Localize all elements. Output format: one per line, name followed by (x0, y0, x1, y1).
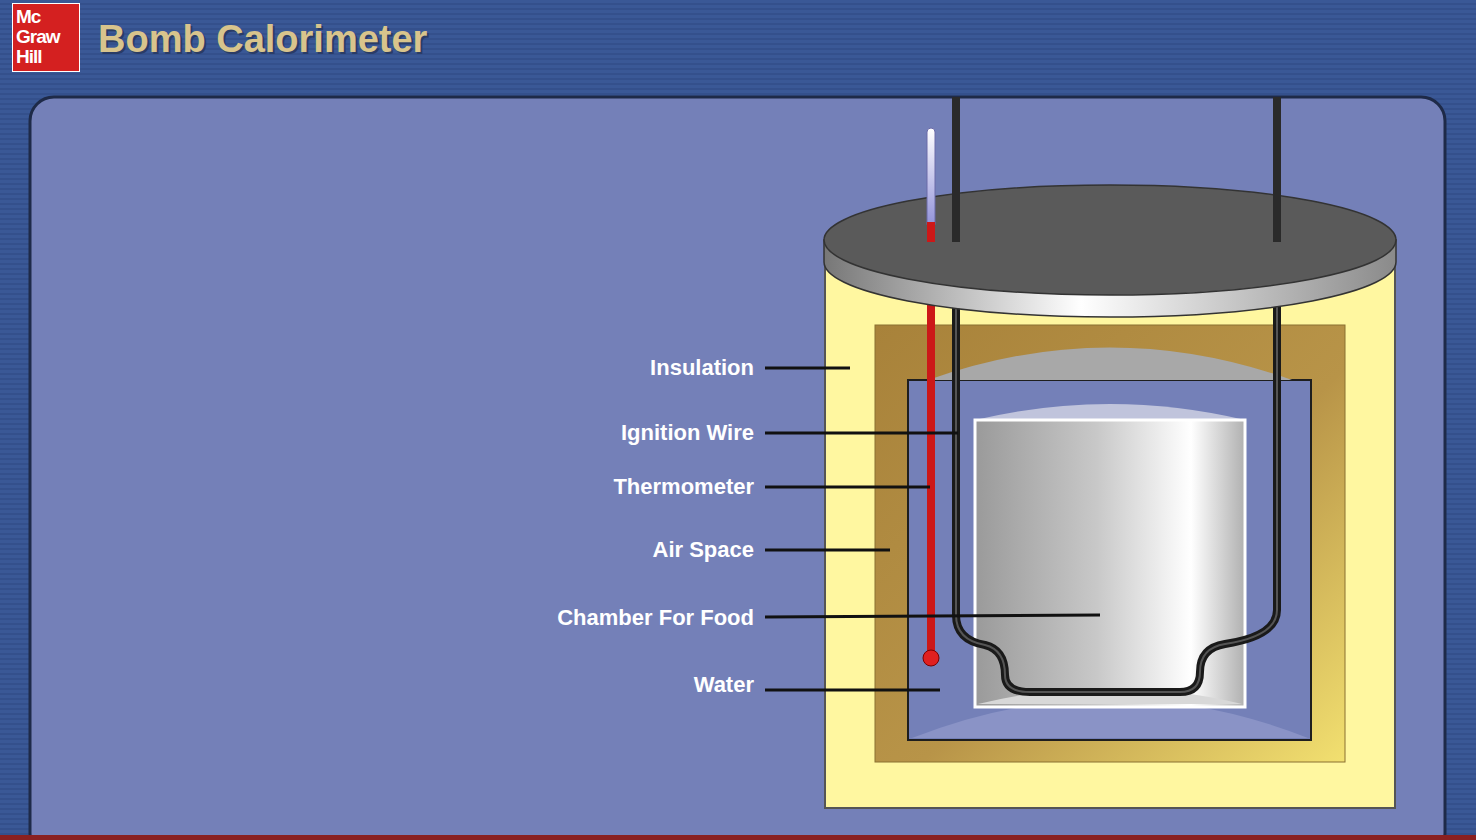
leader-lines (765, 368, 1100, 690)
part-label: Water (694, 672, 754, 698)
part-label: Insulation (650, 355, 754, 381)
logo-box: Mc Graw Hill (12, 3, 80, 72)
part-label: Ignition Wire (621, 420, 754, 446)
leader-line (765, 367, 850, 370)
slide-title: Bomb Calorimeter (98, 17, 427, 61)
water-vessel (908, 380, 1311, 740)
chamber-top (975, 404, 1245, 420)
leader-line (765, 549, 890, 552)
leader-line (765, 432, 958, 435)
logo-text: Mc Graw Hill (16, 7, 76, 67)
ignition-rod (1273, 97, 1281, 242)
insulation-layer (825, 240, 1395, 808)
part-label: Thermometer (613, 474, 754, 500)
part-label: Air Space (653, 537, 755, 563)
ignition-wire (956, 300, 1277, 692)
ignition-rod (952, 97, 960, 242)
leader-line (765, 689, 940, 692)
part-label: Chamber For Food (557, 605, 754, 631)
leader-line (765, 486, 930, 489)
thermometer-bulb (923, 650, 939, 666)
lid-top (824, 185, 1396, 295)
bottom-rule (0, 835, 1476, 840)
ignition-wire-highlight (956, 300, 1277, 692)
thermometer-tube (927, 128, 935, 228)
thermometer-column (927, 222, 935, 242)
vessel-top-shade (928, 348, 1292, 381)
leader-line (765, 615, 1100, 617)
panel (30, 97, 1445, 840)
